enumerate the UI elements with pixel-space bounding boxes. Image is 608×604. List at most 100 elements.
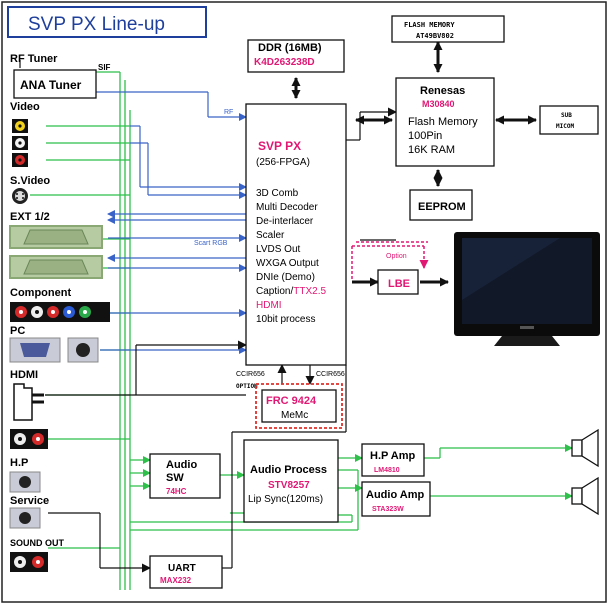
page-title: SVP PX Line-up — [28, 14, 165, 35]
svp-feature: DNIe (Demo) — [256, 272, 315, 283]
component-jacks — [10, 302, 110, 322]
pc-audio-jack — [67, 337, 99, 363]
renesas-part: M30840 — [422, 99, 455, 109]
audio-amp-box — [361, 481, 431, 517]
eeprom-box — [409, 189, 473, 221]
svp-px-box — [245, 103, 347, 366]
renesas-box — [395, 77, 495, 167]
sub-micom-line-2: MICOM — [556, 123, 574, 130]
scart-connector-1 — [9, 225, 103, 249]
option-lbe-label: Option — [386, 253, 407, 260]
black-signal-lines — [19, 60, 397, 573]
hp-label: H.P — [10, 457, 28, 469]
rf-line-label: RF — [224, 109, 233, 116]
frc-sub: MeMc — [281, 410, 308, 421]
ccir-right-label: CCIR656 — [316, 371, 345, 378]
speaker-icon-bottom — [571, 476, 599, 516]
service-label: Service — [10, 495, 49, 507]
rca-jack-white — [12, 136, 28, 150]
scart-connector-2 — [9, 255, 103, 279]
audio-sw-line-1: Audio — [166, 459, 197, 471]
svp-sub: (256-FPGA) — [256, 157, 310, 168]
audio-sw-box — [149, 453, 221, 499]
svp-feature-list: 3D Comb Multi Decoder De-interlacer Scal… — [256, 188, 326, 325]
component-label: Component — [10, 287, 71, 299]
frc-option-frame — [255, 383, 343, 429]
svp-feature: Multi Decoder — [256, 202, 318, 213]
svp-caption-b: TTX2.5 — [293, 286, 326, 297]
ddr-label: DDR (16MB) — [258, 42, 322, 54]
s-video-connector — [12, 188, 28, 204]
sub-micom-box — [539, 105, 599, 135]
ana-tuner-label: ANA Tuner — [20, 78, 82, 92]
rca-jack-red — [12, 153, 28, 167]
hp-jack — [9, 471, 41, 493]
ddr-box — [247, 39, 345, 73]
audio-process-part: STV8257 — [268, 480, 310, 491]
sub-micom-line-1: SUB — [561, 112, 572, 119]
svp-last: 10bit process — [256, 314, 315, 325]
rf-tuner-label: RF Tuner — [10, 53, 58, 65]
svp-feature: De-interlacer — [256, 216, 314, 227]
renesas-line-3: 16K RAM — [408, 144, 455, 156]
pc-vga-connector — [9, 337, 61, 363]
ccir-left-label: CCIR656 — [236, 371, 265, 378]
audio-process-box — [243, 439, 339, 523]
uart-part: MAX232 — [160, 576, 192, 585]
tv-display-icon — [454, 232, 600, 346]
flash-memory-box — [391, 15, 505, 43]
hp-amp-name: H.P Amp — [370, 450, 416, 462]
lbe-box — [377, 269, 419, 295]
audio-amp-part: STA323W — [372, 506, 404, 513]
audio-sw-line-2: SW — [166, 472, 184, 484]
eeprom-label: EEPROM — [418, 201, 466, 213]
sound-out-jacks — [10, 552, 48, 572]
option-frc-label: OPTION — [236, 383, 258, 390]
frc-box — [261, 389, 337, 423]
speaker-icon-top — [571, 428, 599, 468]
audio-process-sub: Lip Sync(120ms) — [248, 494, 323, 505]
renesas-line-1: Flash Memory — [408, 116, 478, 128]
hdmi-audio-jacks — [10, 429, 48, 449]
frc-name: FRC 9424 — [266, 395, 317, 407]
video-label: Video — [10, 101, 40, 113]
svp-feature: WXGA Output — [256, 258, 319, 269]
service-jack — [9, 507, 41, 529]
sound-out-label: SOUND OUT — [10, 538, 65, 548]
flash-memory-label: FLASH MEMORY — [404, 21, 455, 29]
svp-caption: Caption/TTX2.5 — [256, 286, 326, 297]
pc-label: PC — [10, 325, 25, 337]
lbe-label: LBE — [388, 278, 410, 290]
uart-name: UART — [168, 563, 196, 574]
scart-rgb-label: Scart RGB — [194, 240, 228, 247]
svp-feature: Scaler — [256, 230, 285, 241]
svp-feature: LVDS Out — [256, 244, 300, 255]
svp-feature: 3D Comb — [256, 188, 299, 199]
blue-signal-lines — [96, 91, 247, 354]
lbe-option-path — [351, 241, 429, 280]
hp-amp-part: LM4810 — [374, 467, 400, 474]
audio-sw-part: 74HC — [166, 487, 187, 496]
svp-hdmi: HDMI — [256, 300, 282, 311]
bus-arrows — [291, 41, 537, 287]
ddr-part: K4D263238D — [254, 57, 315, 68]
ext-label: EXT 1/2 — [10, 211, 50, 223]
svp-caption-a: Caption/ — [256, 286, 293, 297]
audio-process-name: Audio Process — [250, 464, 327, 476]
sif-label: SIF — [98, 63, 111, 72]
hdmi-connector — [13, 383, 44, 421]
audio-amp-name: Audio Amp — [366, 489, 425, 501]
hp-amp-box — [361, 443, 425, 477]
uart-box — [149, 555, 223, 589]
s-video-label: S.Video — [10, 175, 50, 187]
renesas-line-2: 100Pin — [408, 130, 442, 142]
title-box — [7, 6, 207, 38]
svp-name: SVP PX — [258, 139, 301, 153]
flash-memory-part: AT49BV802 — [416, 32, 454, 40]
rca-jack-yellow — [12, 119, 28, 133]
renesas-name: Renesas — [420, 85, 465, 97]
ana-tuner-box — [13, 69, 97, 99]
